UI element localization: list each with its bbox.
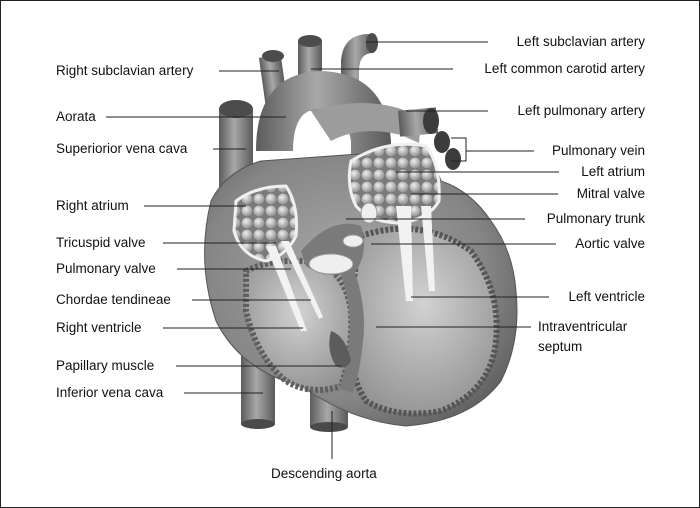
leader-lines bbox=[106, 41, 559, 459]
label-descending-aorta: Descending aorta bbox=[271, 466, 377, 481]
label-pulmonary-trunk: Pulmonary trunk bbox=[546, 211, 645, 226]
label-inferior-vena-cava: Inferior vena cava bbox=[56, 385, 164, 400]
left-ventricle-cavity bbox=[347, 225, 500, 417]
label-papillary-muscle: Papillary muscle bbox=[56, 358, 155, 373]
septum bbox=[334, 253, 364, 394]
label-right-ventricle: Right ventricle bbox=[56, 320, 142, 335]
aortic-valve-shape bbox=[301, 202, 378, 275]
tricuspid-valve-shape bbox=[266, 241, 323, 331]
papillary-muscle-shape bbox=[329, 331, 351, 368]
label-chordae-tendineae: Chordae tendineae bbox=[56, 292, 171, 307]
label-superior-vena-cava: Superiorior vena cava bbox=[56, 141, 188, 156]
label-left-pulmonary-artery: Left pulmonary artery bbox=[517, 103, 645, 118]
label-left-atrium: Left atrium bbox=[581, 164, 645, 179]
label-right-subclavian-artery: Right subclavian artery bbox=[56, 63, 194, 78]
label-right-atrium: Right atrium bbox=[56, 198, 129, 213]
label-intraventricular-septum-line2: septum bbox=[538, 339, 583, 354]
label-left-common-carotid-artery: Left common carotid artery bbox=[484, 61, 645, 76]
mitral-valve-shape bbox=[396, 206, 435, 301]
label-pulmonary-valve: Pulmonary valve bbox=[56, 261, 156, 276]
label-intraventricular-septum-line1: Intraventricular bbox=[538, 319, 628, 334]
label-tricuspid-valve: Tricuspid valve bbox=[56, 235, 146, 250]
label-aortic-valve: Aortic valve bbox=[575, 236, 645, 251]
label-aorta: Aorata bbox=[56, 109, 96, 124]
label-left-subclavian-artery: Left subclavian artery bbox=[516, 34, 645, 49]
label-mitral-valve: Mitral valve bbox=[576, 186, 645, 201]
label-pulmonary-vein: Pulmonary vein bbox=[551, 143, 645, 158]
label-left-ventricle: Left ventricle bbox=[568, 289, 645, 304]
right-atrium-window bbox=[232, 184, 298, 263]
